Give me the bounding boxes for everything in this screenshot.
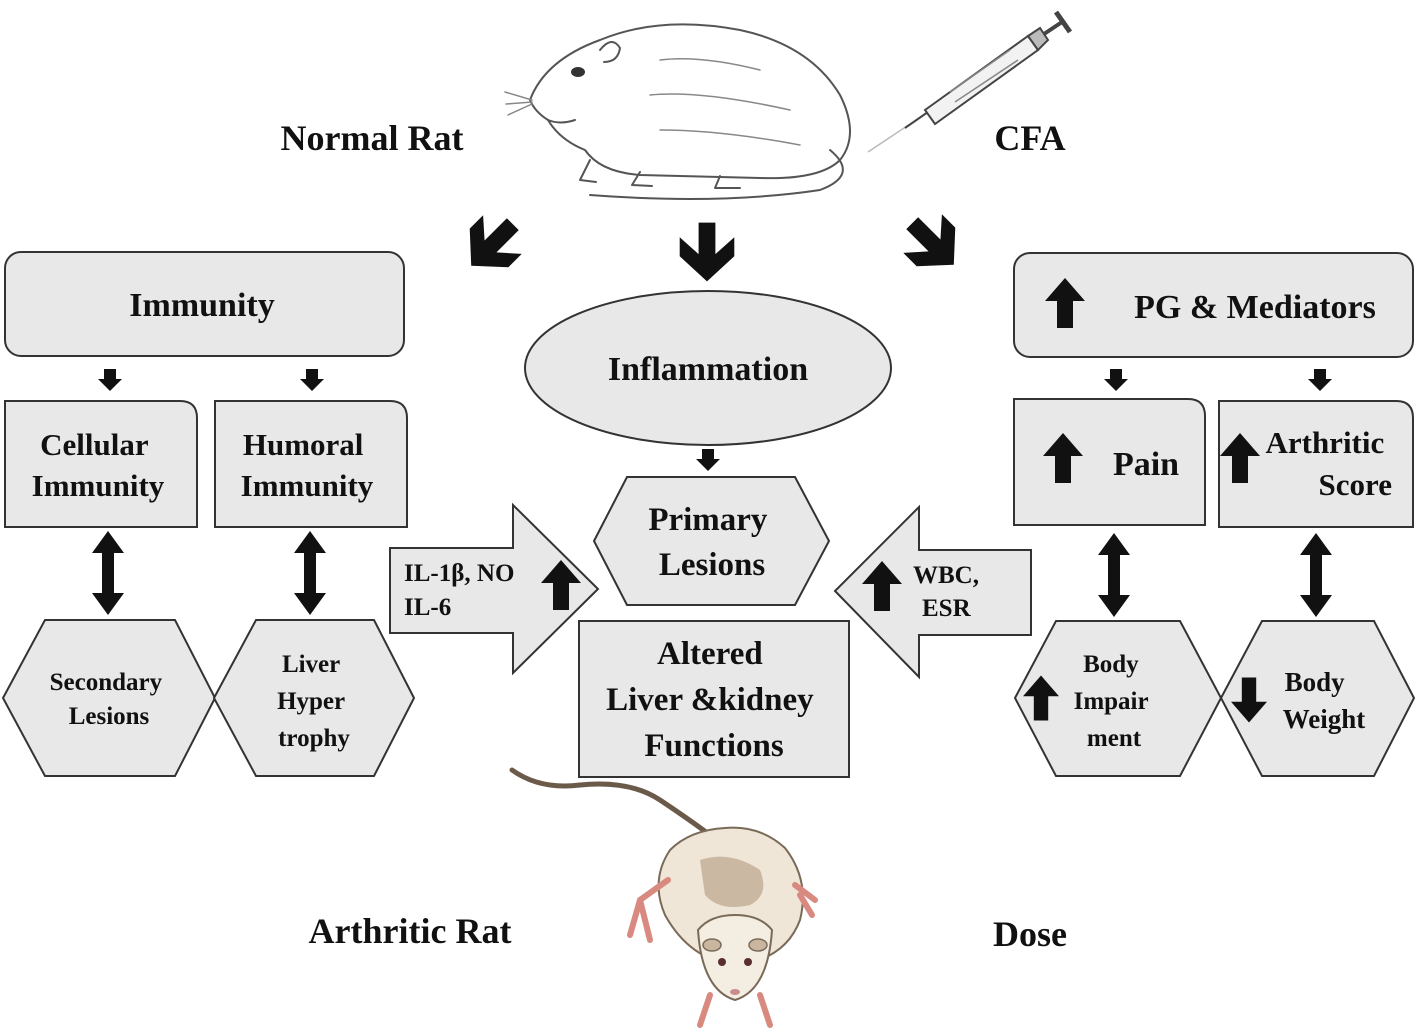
cellular-immunity-box: Cellular Immunity bbox=[4, 400, 198, 528]
liver-hypertrophy-label: Liver Hyper trophy bbox=[277, 651, 351, 752]
immunity-box: Immunity bbox=[4, 251, 405, 357]
down-arrow-icon bbox=[679, 222, 735, 282]
arthritic-score-box: Arthritic Score bbox=[1218, 400, 1414, 528]
arthritic-rat-icon bbox=[509, 767, 818, 1028]
secondary-lesions-label: Secondary Lesions bbox=[50, 669, 169, 730]
rat-sketch-icon bbox=[504, 23, 851, 200]
blood-parameters-label: WBC, ESR bbox=[913, 562, 985, 622]
inflammation-label: Inflammation bbox=[608, 351, 808, 388]
primary-lesions-label: Primary Lesions bbox=[648, 502, 775, 583]
double-arrow-icon bbox=[92, 531, 124, 615]
normal-rat-label: Normal Rat bbox=[281, 118, 464, 158]
down-arrow-icon bbox=[98, 369, 122, 391]
double-arrow-icon bbox=[294, 531, 326, 615]
altered-functions-box: Altered Liver &kidney Functions bbox=[578, 620, 850, 778]
blood-parameters-block-arrow: WBC, ESR bbox=[833, 504, 1032, 680]
liver-hypertrophy-hexagon: Liver Hyper trophy bbox=[212, 619, 416, 777]
down-arrow-icon bbox=[300, 369, 324, 391]
down-arrow-icon bbox=[1308, 369, 1332, 391]
primary-lesions-hexagon: Primary Lesions bbox=[592, 476, 831, 606]
syringe-icon bbox=[867, 10, 1073, 153]
arthritic-score-label: Arthritic Score bbox=[1265, 425, 1392, 502]
cellular-immunity-label: Cellular Immunity bbox=[32, 427, 165, 503]
secondary-lesions-hexagon: Secondary Lesions bbox=[1, 619, 217, 777]
pg-mediators-box: PG & Mediators bbox=[1013, 252, 1414, 358]
cytokines-block-arrow: IL-1β, NO IL-6 bbox=[389, 502, 600, 676]
double-arrow-icon bbox=[1300, 533, 1332, 617]
double-arrow-icon bbox=[1098, 533, 1130, 617]
arthritic-rat-label: Arthritic Rat bbox=[309, 911, 512, 951]
down-right-arrow-icon bbox=[892, 203, 974, 285]
body-impairment-label: Body Impair ment bbox=[1074, 651, 1155, 752]
immunity-label: Immunity bbox=[129, 287, 274, 324]
humoral-immunity-box: Humoral Immunity bbox=[214, 400, 408, 528]
pain-box: Pain bbox=[1013, 398, 1206, 526]
down-arrow-icon bbox=[1104, 369, 1128, 391]
pain-label: Pain bbox=[1113, 446, 1179, 483]
pg-mediators-label: PG & Mediators bbox=[1134, 289, 1376, 326]
inflammation-ellipse: Inflammation bbox=[524, 290, 892, 446]
body-weight-hexagon: Body Weight bbox=[1219, 620, 1416, 777]
humoral-immunity-label: Humoral Immunity bbox=[241, 427, 374, 503]
body-weight-label: Body Weight bbox=[1283, 667, 1366, 734]
cfa-label: CFA bbox=[994, 118, 1065, 158]
cytokines-label: IL-1β, NO IL-6 bbox=[404, 560, 521, 621]
down-arrow-icon bbox=[696, 449, 720, 471]
dose-label: Dose bbox=[993, 914, 1067, 954]
altered-functions-label: Altered Liver &kidney Functions bbox=[606, 636, 822, 764]
down-left-arrow-icon bbox=[451, 204, 533, 286]
body-impairment-hexagon: Body Impair ment bbox=[1013, 620, 1223, 777]
